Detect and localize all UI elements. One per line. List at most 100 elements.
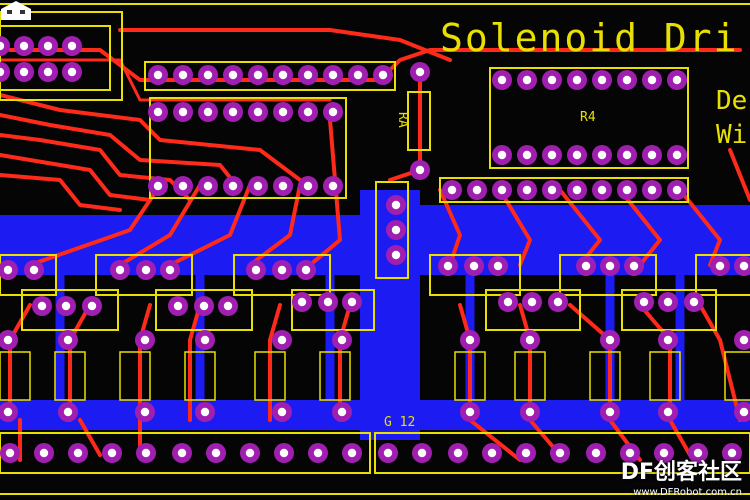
drill-hole [581,261,591,271]
top-trace [668,418,692,457]
drill-hole [739,407,749,417]
drill-hole [622,185,632,195]
drill-hole [553,297,563,307]
drill-hole [547,75,557,85]
component-outline [21,289,119,331]
top-trace [498,188,532,267]
pad [0,36,10,56]
drill-hole [153,181,163,191]
drill-hole [228,70,238,80]
drill-hole [178,181,188,191]
drill-hole [469,261,479,271]
drill-hole [383,448,393,458]
drill-hole [297,297,307,307]
drill-hole [313,448,323,458]
resistor-outline [54,351,86,401]
drill-hole [605,407,615,417]
drill-hole [67,67,77,77]
drill-hole [453,448,463,458]
drill-hole [647,185,657,195]
drill-hole [323,297,333,307]
resistor-outline [514,351,546,401]
drill-hole [173,301,183,311]
drill-hole [555,448,565,458]
resistor-outline [649,351,681,401]
drill-hole [547,150,557,160]
drill-hole [622,150,632,160]
component-outline [0,432,371,474]
top-trace [0,58,332,102]
resistor-outline [254,351,286,401]
component-outline [407,91,431,151]
resistor-outline [589,351,621,401]
drill-hole [739,335,749,345]
ra-designator: RA [395,112,410,128]
drill-hole [43,41,53,51]
drill-hole [5,448,15,458]
silkscreen-layer [0,3,750,495]
drill-hole [739,261,749,271]
drill-hole [63,407,73,417]
watermark-url: www.DFRobot.com.cn [633,487,742,498]
drill-hole [177,448,187,458]
drill-hole [203,181,213,191]
drill-hole [253,107,263,117]
drill-hole [572,75,582,85]
drill-hole [115,265,125,275]
drill-hole [522,75,532,85]
drill-hole [472,185,482,195]
drill-hole [37,301,47,311]
drill-hole [303,70,313,80]
component-outline [95,254,193,296]
pad [0,62,10,82]
top-trace [308,118,342,267]
component-outline [0,25,111,91]
drill-hole [301,265,311,275]
drill-hole [337,407,347,417]
resistor-outline [184,351,216,401]
drill-hole [153,107,163,117]
drill-hole [503,297,513,307]
top-trace [0,113,242,192]
drill-hole [328,181,338,191]
drill-hole [659,448,669,458]
drill-hole [663,407,673,417]
top-trace [0,173,122,212]
resistor-outline [454,351,486,401]
drill-hole [3,407,13,417]
drill-hole [228,107,238,117]
drill-hole [19,67,29,77]
drill-hole [629,261,639,271]
pads-layer [0,36,750,463]
component-outline [375,181,409,279]
drill-hole [525,407,535,417]
drill-hole [605,261,615,271]
component-outline [489,67,689,169]
drill-hole [140,407,150,417]
drill-hole [73,448,83,458]
drill-hole [525,335,535,345]
component-outline [0,254,57,296]
drill-hole [165,265,175,275]
drill-hole [572,185,582,195]
drill-hole [141,448,151,458]
drill-hole [597,150,607,160]
drill-hole [417,448,427,458]
top-trace [78,418,102,457]
drill-hole [200,335,210,345]
drill-hole [228,181,238,191]
resistor-outline [0,351,31,401]
drill-hole [547,185,557,195]
drill-hole [465,407,475,417]
drill-hole [597,75,607,85]
drill-hole [497,150,507,160]
drill-hole [663,335,673,345]
drill-hole [87,301,97,311]
drill-hole [727,448,737,458]
component-outline [485,289,581,331]
drill-hole [447,185,457,195]
drill-hole [693,448,703,458]
drill-hole [415,67,425,77]
drill-hole [178,70,188,80]
component-outline [144,61,396,91]
